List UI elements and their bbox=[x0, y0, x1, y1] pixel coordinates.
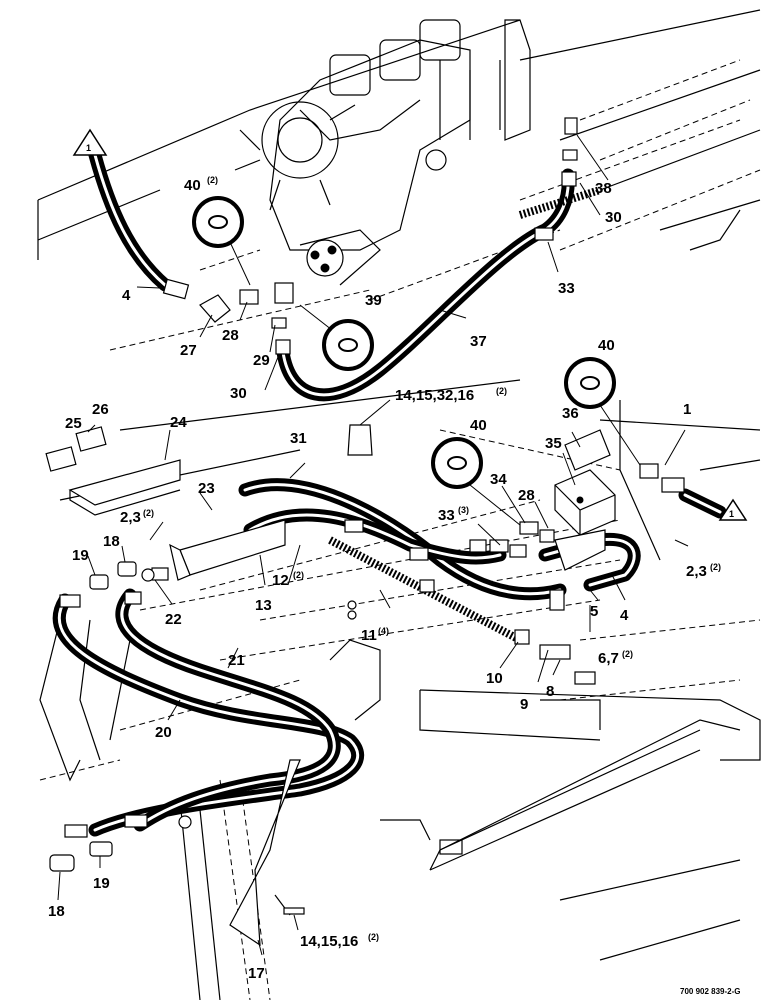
o-ring-callouts bbox=[192, 196, 641, 526]
callout-2-left: 2,3 bbox=[120, 509, 141, 526]
callout-40-mid: 40 bbox=[470, 417, 487, 434]
callout-39: 39 bbox=[365, 292, 382, 309]
callout-19-top: 19 bbox=[72, 547, 89, 564]
connection-markers: 1 1 bbox=[72, 128, 748, 521]
callout-11: 11 bbox=[361, 627, 377, 644]
callout-28-top: 28 bbox=[222, 327, 239, 344]
callout-33-mid-qty: (3) bbox=[458, 505, 469, 515]
callout-28-mid: 28 bbox=[518, 487, 535, 504]
callout-4-mid: 4 bbox=[620, 607, 629, 624]
figure-code: 700 902 839-2-G bbox=[680, 987, 741, 996]
callout-labels: 4 27 28 29 30 40 (2) 39 37 33 30 38 14,1… bbox=[48, 175, 721, 982]
svg-text:1: 1 bbox=[86, 143, 91, 153]
callout-2-right: 2,3 bbox=[686, 563, 707, 580]
callout-10: 10 bbox=[486, 670, 503, 687]
callout-18-bot: 18 bbox=[48, 903, 65, 920]
callout-14-top-qty: (2) bbox=[496, 386, 507, 396]
callout-36: 36 bbox=[562, 405, 579, 422]
callout-26: 26 bbox=[92, 401, 109, 418]
frame-linework bbox=[37, 9, 761, 1000]
callout-14-bot-qty: (2) bbox=[368, 932, 379, 942]
callout-37: 37 bbox=[470, 333, 487, 350]
callout-40-top-qty: (2) bbox=[207, 175, 218, 185]
callout-12: 12 bbox=[272, 572, 289, 589]
o-ring-circle-40-mid bbox=[431, 437, 521, 526]
callout-12-qty: (2) bbox=[293, 570, 304, 580]
svg-text:1: 1 bbox=[729, 509, 734, 519]
o-ring-circle-39 bbox=[299, 304, 374, 371]
callout-35: 35 bbox=[545, 435, 562, 452]
callout-11-qty: (4) bbox=[378, 626, 389, 636]
callout-31: 31 bbox=[290, 430, 307, 447]
callout-6-qty: (2) bbox=[622, 649, 633, 659]
callout-40-top: 40 bbox=[184, 177, 201, 194]
callout-17: 17 bbox=[248, 965, 265, 982]
callout-24: 24 bbox=[170, 414, 187, 431]
callout-18-top: 18 bbox=[103, 533, 120, 550]
callout-13: 13 bbox=[255, 597, 272, 614]
callout-40-mid-right: 40 bbox=[598, 337, 615, 354]
callout-9: 9 bbox=[520, 696, 528, 713]
callout-22: 22 bbox=[165, 611, 182, 628]
callout-21: 21 bbox=[228, 652, 245, 669]
callout-38: 38 bbox=[595, 180, 612, 197]
callout-29: 29 bbox=[253, 352, 270, 369]
connection-marker-top-left: 1 bbox=[72, 128, 108, 156]
callout-33-mid: 33 bbox=[438, 507, 455, 524]
callout-27: 27 bbox=[180, 342, 197, 359]
callout-33-top: 33 bbox=[558, 280, 575, 297]
callout-23: 23 bbox=[198, 480, 215, 497]
callout-1-right: 1 bbox=[683, 401, 691, 418]
callout-5: 5 bbox=[590, 603, 598, 620]
connection-marker-mid-right: 1 bbox=[718, 498, 748, 521]
callout-20: 20 bbox=[155, 724, 172, 741]
callout-14-top: 14,15,32,16 bbox=[395, 387, 474, 404]
callout-14-bot: 14,15,16 bbox=[300, 933, 358, 950]
callout-19-bot: 19 bbox=[93, 875, 110, 892]
callout-30-right: 30 bbox=[605, 209, 622, 226]
fittings bbox=[45, 117, 685, 947]
callout-34: 34 bbox=[490, 471, 507, 488]
callout-2-left-qty: (2) bbox=[143, 508, 154, 518]
callout-2-right-qty: (2) bbox=[710, 562, 721, 572]
callout-4-top: 4 bbox=[122, 287, 131, 304]
callout-8: 8 bbox=[546, 683, 554, 700]
o-ring-circle-40-top bbox=[192, 196, 251, 286]
callout-25: 25 bbox=[65, 415, 82, 432]
leader-lines bbox=[57, 134, 689, 956]
callout-6: 6,7 bbox=[598, 650, 619, 667]
o-ring-circle-40-mid-right bbox=[564, 357, 641, 466]
callout-30-left: 30 bbox=[230, 385, 247, 402]
